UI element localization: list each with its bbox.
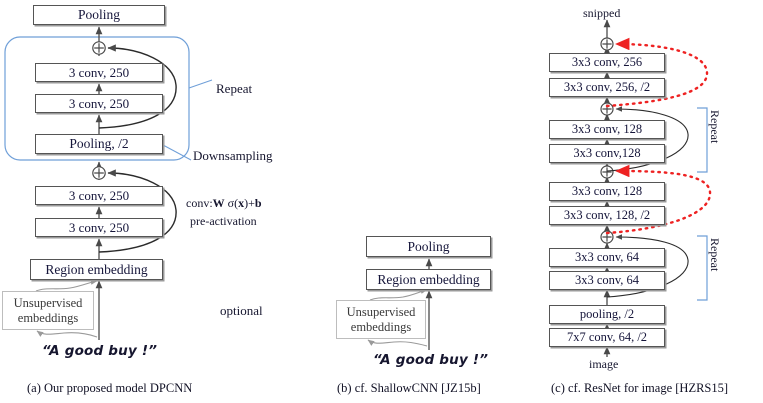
block-b-pooling[interactable]: Pooling <box>366 236 491 257</box>
label-repeat-c-2: Repeat <box>708 238 722 272</box>
block-a-pooling-half[interactable]: Pooling, /2 <box>35 134 163 154</box>
formula-suffix: )+ <box>244 196 255 210</box>
unsup-line-2: embeddings <box>17 310 79 325</box>
residual-add-c-1 <box>600 37 614 51</box>
block-a-conv-3[interactable]: 3 conv, 250 <box>35 186 163 205</box>
formula-b: b <box>254 196 262 210</box>
residual-add-c-2 <box>600 102 614 116</box>
block-b-unsupervised-embeddings[interactable]: Unsupervised embeddings <box>336 300 426 339</box>
block-label: 3x3 conv,128 <box>573 146 641 161</box>
formula-W: W <box>212 196 225 210</box>
block-label: Region embedding <box>45 261 148 277</box>
block-c-conv-128-a[interactable]: 3x3 conv, 128 <box>549 120 665 139</box>
block-label: 7x7 conv, 64, /2 <box>566 330 648 345</box>
embed-connector-b-bottom <box>367 339 428 347</box>
formula-x: x <box>238 196 245 210</box>
block-label: 3x3 conv, 64 <box>574 250 640 265</box>
residual-add-a-bottom <box>92 166 106 180</box>
formula-prefix: conv: <box>186 196 213 210</box>
block-label: Pooling, /2 <box>69 136 129 152</box>
block-label: 3x3 conv, 256 <box>571 55 643 70</box>
shortcut-a-top <box>98 44 177 129</box>
residual-add-c-4 <box>600 230 614 244</box>
block-c-conv-256-stride2[interactable]: 3x3 conv, 256, /2 <box>549 78 665 97</box>
embed-connector-a-bottom <box>36 330 98 338</box>
block-a-region-embedding[interactable]: Region embedding <box>30 259 163 280</box>
block-label: 3x3 conv, 64 <box>574 273 640 288</box>
label-repeat-a: Repeat <box>216 81 253 96</box>
block-a-conv-4[interactable]: 3 conv, 250 <box>35 218 163 237</box>
caption-panel-b: (b) cf. ShallowCNN [JZ15b] <box>337 381 481 395</box>
residual-add-c-3 <box>600 165 614 179</box>
label-snipped-c: snipped <box>583 6 621 20</box>
block-a-pooling[interactable]: Pooling <box>33 5 165 25</box>
block-c-pooling-half[interactable]: pooling, /2 <box>549 305 665 324</box>
block-label: 3 conv, 250 <box>68 65 130 80</box>
block-label: 3x3 conv, 128 <box>571 184 643 199</box>
downsampling-leader <box>162 144 192 161</box>
block-b-region-embedding[interactable]: Region embedding <box>366 269 491 290</box>
block-c-conv-128-stride2[interactable]: 3x3 conv, 128, /2 <box>549 206 665 225</box>
block-label: pooling, /2 <box>579 307 635 322</box>
unsup-line-2: embeddings <box>350 319 412 334</box>
block-label: 3 conv, 250 <box>68 220 130 235</box>
block-a-conv-1[interactable]: 3 conv, 250 <box>35 63 163 82</box>
block-label: Pooling <box>407 238 450 254</box>
input-text-b: “A good buy !” <box>373 352 489 368</box>
label-pre-activation-a: pre-activation <box>190 214 257 228</box>
repeat-bracket-c-2 <box>697 235 708 301</box>
block-c-conv-64-a[interactable]: 3x3 conv, 64 <box>549 248 665 267</box>
block-c-conv-64-b[interactable]: 3x3 conv, 64 <box>549 271 665 290</box>
block-a-unsupervised-embeddings[interactable]: Unsupervised embeddings <box>2 291 94 330</box>
input-text-a: “A good buy !” <box>42 343 158 359</box>
block-label: 3x3 conv, 128, /2 <box>563 208 651 223</box>
caption-panel-c: (c) cf. ResNet for image [HZRS15] <box>551 381 729 395</box>
unsup-line-1: Unsupervised <box>13 296 83 311</box>
label-optional-a: optional <box>220 303 263 318</box>
embed-connector-b-top <box>369 288 428 301</box>
block-label: 3x3 conv, 256, /2 <box>563 80 651 95</box>
block-a-conv-2[interactable]: 3 conv, 250 <box>35 94 163 113</box>
formula-sigma: σ( <box>224 196 239 210</box>
block-label: Region embedding <box>377 271 480 287</box>
block-label: 3 conv, 250 <box>68 96 130 111</box>
repeat-bracket-c-1 <box>697 107 708 173</box>
block-c-conv-128-b[interactable]: 3x3 conv,128 <box>549 144 665 163</box>
label-image-c: image <box>589 357 619 371</box>
repeat-leader <box>188 79 213 89</box>
embed-connector-a-top <box>35 279 98 292</box>
block-label: 3 conv, 250 <box>68 188 130 203</box>
block-c-conv-7x7-64-stride2[interactable]: 7x7 conv, 64, /2 <box>549 328 665 347</box>
unsup-line-1: Unsupervised <box>346 305 416 320</box>
label-repeat-c-1: Repeat <box>708 110 722 144</box>
label-downsampling-a: Downsampling <box>193 148 273 163</box>
block-c-conv-256[interactable]: 3x3 conv, 256 <box>549 53 665 72</box>
residual-add-a-top <box>92 41 106 55</box>
caption-panel-a: (a) Our proposed model DPCNN <box>27 381 193 395</box>
block-label: 3x3 conv, 128 <box>571 122 643 137</box>
label-conv-formula-a: conv:W σ(x)+b <box>186 196 262 211</box>
block-label: Pooling <box>77 7 120 23</box>
block-c-conv-128-c[interactable]: 3x3 conv, 128 <box>549 182 665 201</box>
shortcut-a-bottom <box>98 169 177 253</box>
